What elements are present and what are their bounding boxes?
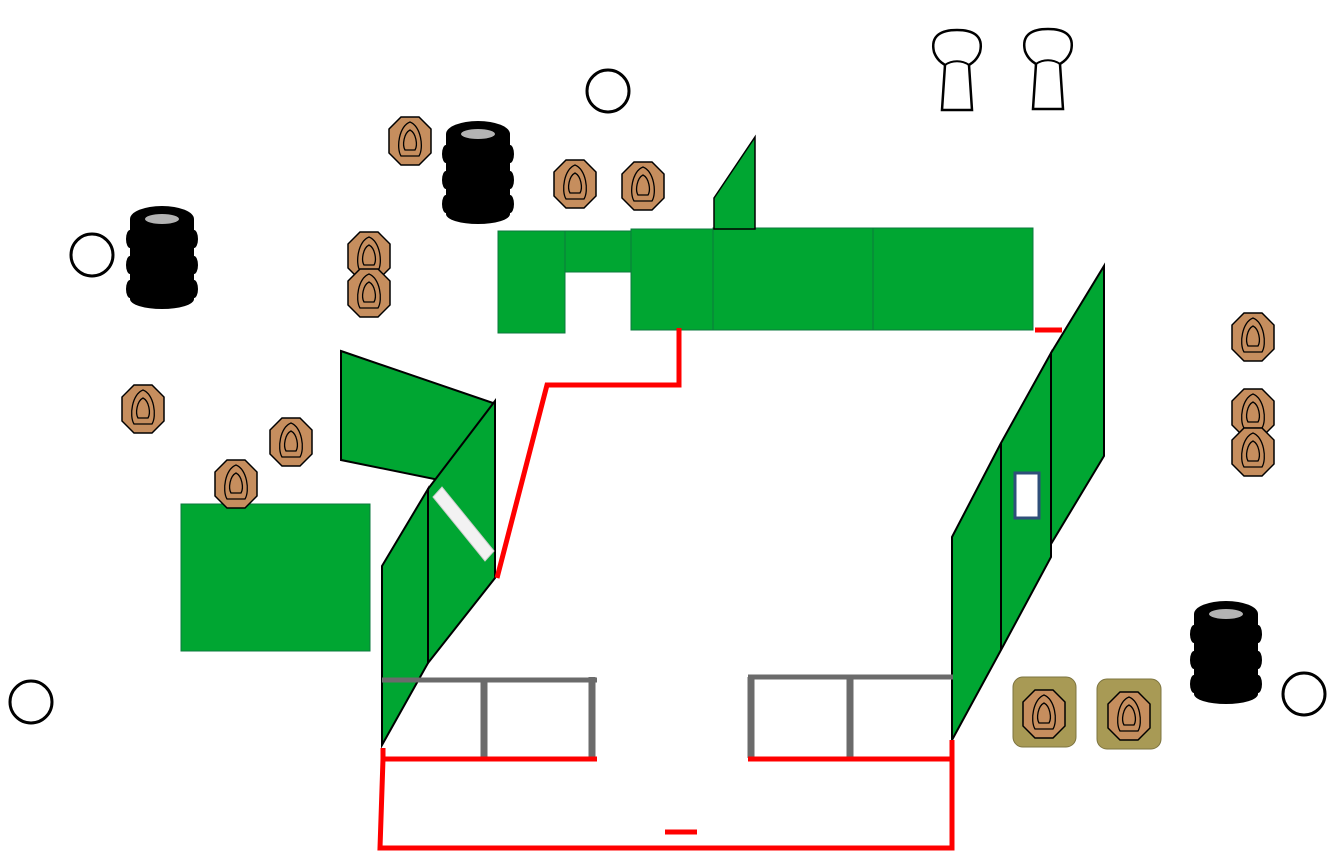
paper-target-icon: [1023, 690, 1065, 738]
angled-wall-panel: [952, 443, 1001, 740]
barrel-icon: [442, 121, 514, 224]
paper-target-icon: [215, 460, 257, 508]
paper-target-icon: [348, 269, 390, 317]
window-opening: [1015, 473, 1039, 518]
steel-plate-icon: [71, 234, 113, 276]
steel-plate-icon: [1283, 673, 1325, 715]
barrel-icon: [1190, 601, 1262, 704]
shooting-port-right: [748, 677, 953, 758]
paper-target-icon: [1232, 313, 1274, 361]
paper-target-icon: [1232, 428, 1274, 476]
poppers: [933, 29, 1072, 110]
popper-icon: [933, 30, 981, 110]
paper-target-icon: [1108, 692, 1150, 740]
wall-panel-block: [181, 504, 370, 651]
paper-target-icon: [270, 418, 312, 466]
start-box: [380, 759, 952, 848]
angled-wall-panel: [382, 489, 428, 745]
wall-panel: [631, 229, 713, 330]
wall-left-section: [181, 351, 495, 745]
angled-wall-panel: [1051, 266, 1104, 544]
steel-plate-icon: [10, 681, 52, 723]
barrel-icon: [126, 206, 198, 309]
wall-panel: [498, 231, 565, 333]
steel-plate-icon: [587, 70, 629, 112]
paper-target-icon: [622, 162, 664, 210]
paper-target-icon: [122, 385, 164, 433]
popper-icon: [1024, 29, 1072, 109]
window-header-panel: [565, 231, 631, 272]
paper-target-icon: [554, 160, 596, 208]
fault-line: [497, 328, 679, 578]
fault-line: [383, 748, 597, 759]
angled-wall-panel: [714, 137, 755, 229]
wall-right-section: [952, 266, 1104, 740]
wall-panel: [873, 228, 1033, 330]
paper-target-icon: [389, 117, 431, 165]
wall-panel: [713, 228, 873, 330]
